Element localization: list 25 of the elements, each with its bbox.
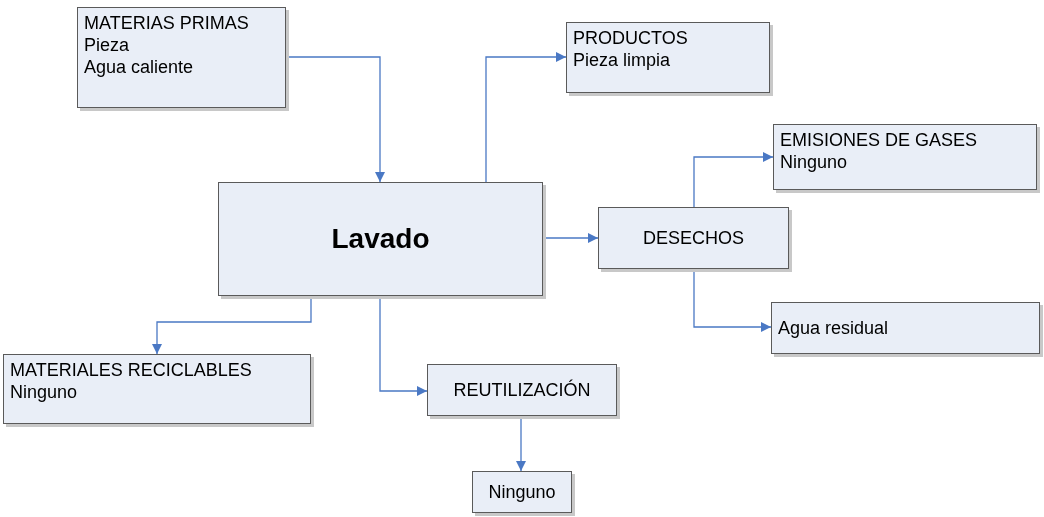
box-text: REUTILIZACIÓN bbox=[453, 379, 591, 401]
process-box bbox=[598, 207, 789, 269]
box-text: Ninguno bbox=[780, 151, 849, 173]
box-text: Agua caliente bbox=[84, 56, 195, 78]
process-box bbox=[773, 124, 1037, 190]
box-heading: MATERIAS PRIMAS bbox=[84, 12, 250, 34]
process-box bbox=[77, 7, 286, 108]
box-text: Pieza limpia bbox=[573, 49, 672, 71]
box-text: Lavado bbox=[331, 228, 430, 250]
box-text: Ninguno bbox=[488, 481, 556, 503]
process-box bbox=[472, 471, 572, 513]
box-text: Pieza bbox=[84, 34, 131, 56]
process-box bbox=[566, 22, 770, 93]
arrow bbox=[485, 52, 567, 183]
box-text: Ninguno bbox=[10, 381, 79, 403]
process-box bbox=[3, 354, 311, 424]
box-heading: EMISIONES DE GASES bbox=[780, 129, 979, 151]
box-text: DESECHOS bbox=[643, 227, 744, 249]
box-heading: MATERIALES RECICLABLES bbox=[10, 359, 253, 381]
process-box bbox=[771, 302, 1040, 354]
arrow bbox=[693, 152, 774, 208]
process-box bbox=[427, 364, 617, 416]
process-box bbox=[218, 182, 543, 296]
box-heading: PRODUCTOS bbox=[573, 27, 689, 49]
box-text: Agua residual bbox=[778, 317, 889, 339]
